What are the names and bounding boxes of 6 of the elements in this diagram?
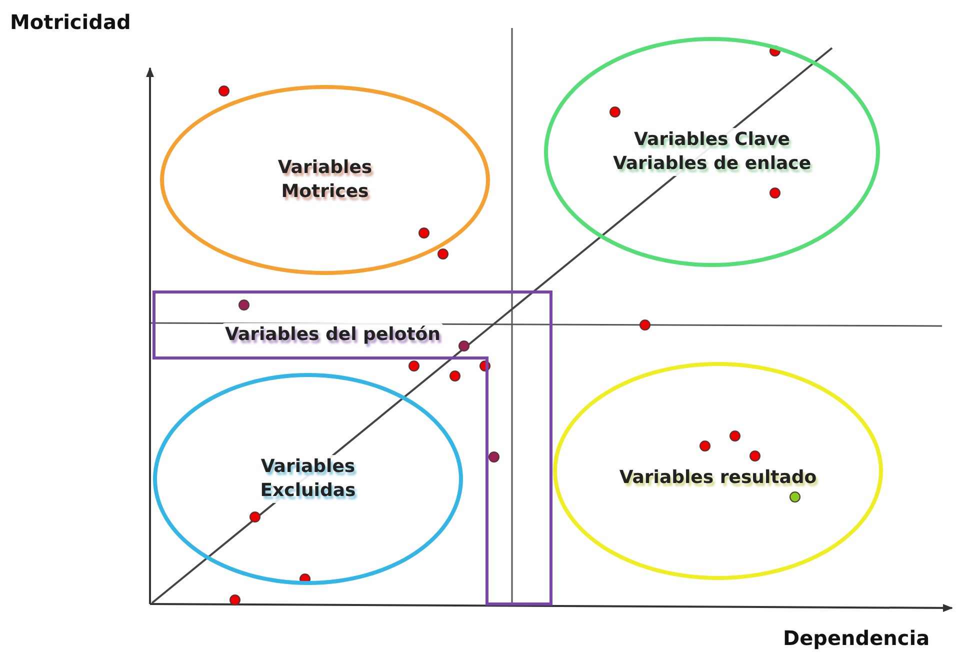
quadrant-ellipse	[160, 85, 490, 275]
axis-title: Motricidad	[10, 10, 131, 34]
axis-title: Dependencia	[783, 626, 930, 650]
quadrant-ellipse	[553, 362, 883, 580]
quadrant-ellipse	[544, 37, 880, 267]
quadrant-ellipse	[153, 373, 463, 585]
